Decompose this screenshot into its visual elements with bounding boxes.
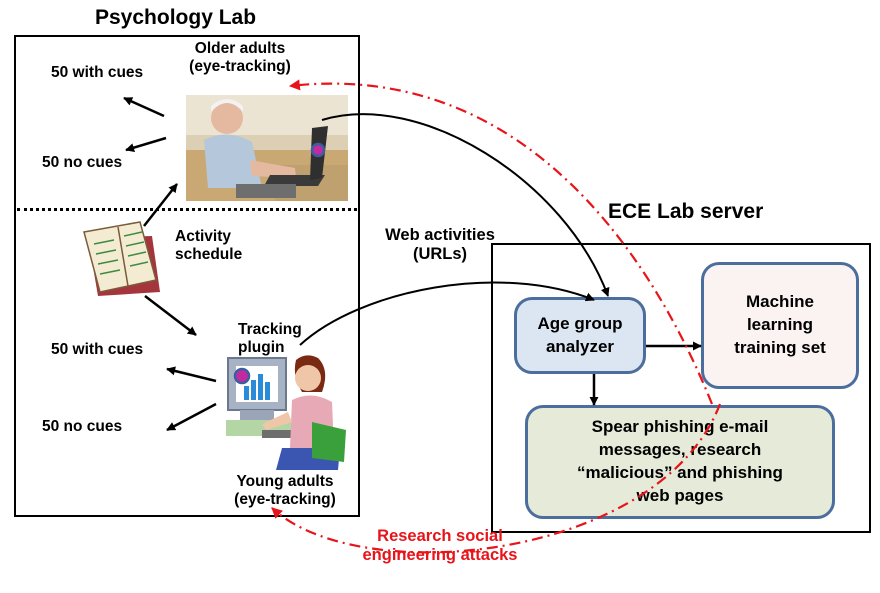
activity-schedule-label: Activity schedule [175, 228, 242, 264]
young-with-cues-label: 50 with cues [51, 341, 144, 358]
attacks-line-1: Research social [377, 527, 503, 545]
age-group-analyzer-box: Age group analyzer [514, 297, 646, 374]
arrow-schedule-to-older [143, 183, 178, 227]
phish-line-3: “malicious” and phishing [577, 463, 783, 482]
arrow-older-no-cues [125, 136, 167, 152]
spear-phishing-box: Spear phishing e-mail messages, research… [525, 405, 835, 519]
young-adults-line-2: (eye-tracking) [234, 490, 336, 508]
analyzer-line-1: Age group [537, 313, 623, 333]
psychology-lab-frame [14, 35, 360, 517]
phish-line-1: Spear phishing e-mail [591, 417, 769, 437]
ece-lab-frame [491, 243, 871, 533]
web-activities-line-1: Web activities [385, 226, 495, 244]
arrow-young-to-analyzer [299, 281, 595, 346]
young-no-cues-label: 50 no cues [42, 418, 123, 435]
older-adults-label: Older adults (eye-tracking) [170, 40, 310, 76]
phish-line-4: web pages [636, 485, 724, 505]
ece-lab-title: ECE Lab server [608, 200, 764, 223]
tracking-plugin-label: Tracking plugin [238, 321, 302, 357]
analyzer-line-2: analyzer [545, 336, 615, 356]
tracking-line-1: Tracking [238, 321, 302, 338]
older-with-cues-label: 50 with cues [51, 64, 144, 81]
web-activities-line-2: (URLs) [412, 244, 468, 263]
arrow-young-with-cues [166, 366, 217, 383]
arrow-schedule-to-young [144, 295, 197, 336]
arrow-young-no-cues [166, 402, 217, 432]
ml-training-set-box: Machine learning training set [701, 262, 859, 389]
group-divider [17, 208, 357, 211]
activity-line-2: schedule [175, 245, 243, 263]
attack-arrow-young [271, 403, 722, 554]
young-adults-line-1: Young adults [236, 473, 334, 490]
young-adult-illustration [226, 355, 346, 470]
web-activities-label: Web activities (URLs) [360, 226, 520, 264]
ml-line-2: learning [746, 315, 814, 335]
activity-schedule-book-icon [83, 221, 160, 296]
young-adults-label: Young adults (eye-tracking) [215, 473, 355, 509]
activity-line-1: Activity [175, 228, 231, 245]
older-eye-tracker-icon [310, 142, 326, 158]
ml-line-1: Machine [745, 292, 815, 312]
ml-line-3: training set [734, 337, 826, 357]
psychology-lab-title: Psychology Lab [95, 6, 257, 29]
older-adult-photo [186, 95, 348, 201]
tracking-line-2: plugin [238, 338, 285, 356]
older-adults-line-2: (eye-tracking) [189, 57, 291, 75]
phish-line-2: messages, research [598, 440, 762, 460]
older-no-cues-label: 50 no cues [42, 154, 123, 171]
arrow-older-with-cues [123, 96, 165, 118]
arrow-older-to-analyzer [321, 113, 610, 297]
older-adults-line-1: Older adults [194, 40, 286, 57]
attack-arrow-older [288, 79, 714, 405]
young-eye-tracker-icon [233, 367, 251, 385]
